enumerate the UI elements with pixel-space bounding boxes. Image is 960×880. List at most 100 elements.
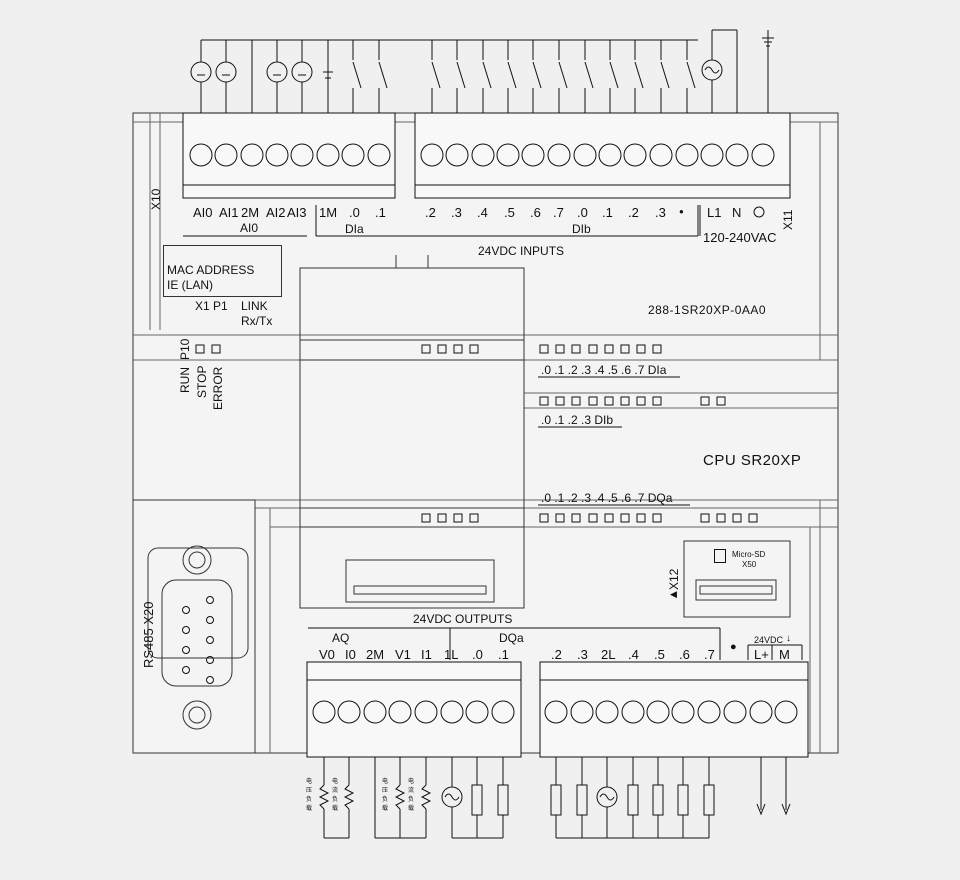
status-led xyxy=(732,513,742,523)
pe-symbol-icon xyxy=(753,206,765,218)
lan-label: IE (LAN) xyxy=(167,278,214,292)
output-terminal-screw xyxy=(491,700,515,724)
analog-source-icon xyxy=(215,61,237,83)
status-led xyxy=(437,513,447,523)
x12-arrow-icon: ◀ xyxy=(670,589,677,599)
status-led xyxy=(716,513,726,523)
digital-output-label: .7 xyxy=(704,647,715,662)
output-terminal-screw xyxy=(697,700,721,724)
input-switch xyxy=(558,61,568,89)
status-led xyxy=(748,513,758,523)
load-resistor xyxy=(394,784,406,810)
status-led xyxy=(469,344,479,354)
digital-input-a-label: .1 xyxy=(375,205,386,220)
analog-input-label: AI2 xyxy=(266,205,286,220)
output-terminal-block-left xyxy=(306,661,522,758)
status-led xyxy=(716,396,726,406)
output-terminal-screw xyxy=(440,700,464,724)
rxtx-label: Rx/Tx xyxy=(241,314,273,328)
x1p1-label: X1 P1 xyxy=(195,299,228,313)
status-led xyxy=(652,344,662,354)
input-terminal-screw xyxy=(265,143,289,167)
digital-output-label: .4 xyxy=(628,647,639,662)
digital-output-label: .1 xyxy=(498,647,509,662)
supply-arrow-icon: ↓ xyxy=(786,633,791,644)
input-terminal-screw xyxy=(496,143,520,167)
input-terminal-screw xyxy=(623,143,647,167)
output-terminal-screw xyxy=(621,700,645,724)
ac-wave xyxy=(599,793,615,801)
digital-input-b-label: .1 xyxy=(602,205,613,220)
input-terminal-screw xyxy=(598,143,622,167)
analog-output-label: I0 xyxy=(345,647,356,662)
digital-output-label: .6 xyxy=(679,647,690,662)
rs485-pin xyxy=(182,626,190,634)
output-terminal-screw xyxy=(414,700,438,724)
status-led xyxy=(421,513,431,523)
status-led xyxy=(421,344,431,354)
load-resistor xyxy=(420,784,432,810)
status-led xyxy=(555,513,565,523)
digital-output-label: .2 xyxy=(551,647,562,662)
input-switch xyxy=(660,61,670,89)
output-load xyxy=(652,784,664,816)
output-terminal-screw xyxy=(570,700,594,724)
outputs-section-title: 24VDC OUTPUTS xyxy=(413,612,513,626)
input-terminal-screw xyxy=(189,143,213,167)
input-switch xyxy=(507,61,517,89)
cpu-name: CPU SR20XP xyxy=(703,452,802,469)
analog-output-label: V0 xyxy=(319,647,335,662)
status-led xyxy=(437,344,447,354)
output-load xyxy=(703,784,715,816)
input-switch xyxy=(482,61,492,89)
status-led xyxy=(652,396,662,406)
load-type-label: 电压负载 xyxy=(306,779,313,812)
analog-output-label: I1 xyxy=(421,647,432,662)
order-number: 288-1SR20XP-0AA0 xyxy=(648,303,767,317)
input-switch xyxy=(634,61,644,89)
rs485-label: RS485 X20 xyxy=(141,601,156,669)
status-led xyxy=(700,513,710,523)
input-switch xyxy=(456,61,466,89)
status-prio-label: P10 xyxy=(178,338,192,360)
power-label: L1 xyxy=(707,205,722,220)
output-terminal-screw xyxy=(646,700,670,724)
input-terminal-screw xyxy=(700,143,724,167)
rs485-pin xyxy=(206,616,214,624)
module-outline xyxy=(132,112,839,754)
input-terminal-block-left xyxy=(182,112,396,199)
digital-input-b-label: .2 xyxy=(628,205,639,220)
x12-label: X12 xyxy=(667,568,681,590)
input-terminal-screw xyxy=(547,143,571,167)
input-terminal-screw xyxy=(445,143,469,167)
input-dot: ● xyxy=(679,207,684,216)
analog-input-label: 2M xyxy=(241,205,260,220)
input-terminal-screw xyxy=(675,143,699,167)
connector-x10-label: X10 xyxy=(149,188,163,210)
input-terminal-screw xyxy=(214,143,238,167)
status-led xyxy=(469,513,479,523)
input-terminal-block-right xyxy=(414,112,791,199)
output-load xyxy=(471,784,483,816)
status-led xyxy=(588,396,598,406)
status-led xyxy=(539,396,549,406)
input-switch xyxy=(609,61,619,89)
output-terminal-screw xyxy=(774,700,798,724)
rs485-pin xyxy=(182,666,190,674)
rs485-pin xyxy=(206,676,214,684)
input-terminal-screw xyxy=(573,143,597,167)
rs485-pin xyxy=(206,596,214,604)
digital-output-label: 2L xyxy=(601,647,616,662)
indicator-dia-label: .0 .1 .2 .3 .4 .5 .6 .7 DIa xyxy=(541,363,667,377)
supply-title: 24VDC xyxy=(754,635,784,645)
mac-address-label: MAC ADDRESS xyxy=(167,263,255,277)
digital-output-label: .5 xyxy=(654,647,665,662)
output-terminal-screw xyxy=(544,700,568,724)
status-led xyxy=(588,513,598,523)
analog-input-group-label: AI0 xyxy=(240,221,259,235)
status-led xyxy=(453,344,463,354)
output-terminal-screw xyxy=(312,700,336,724)
input-switch xyxy=(584,61,594,89)
